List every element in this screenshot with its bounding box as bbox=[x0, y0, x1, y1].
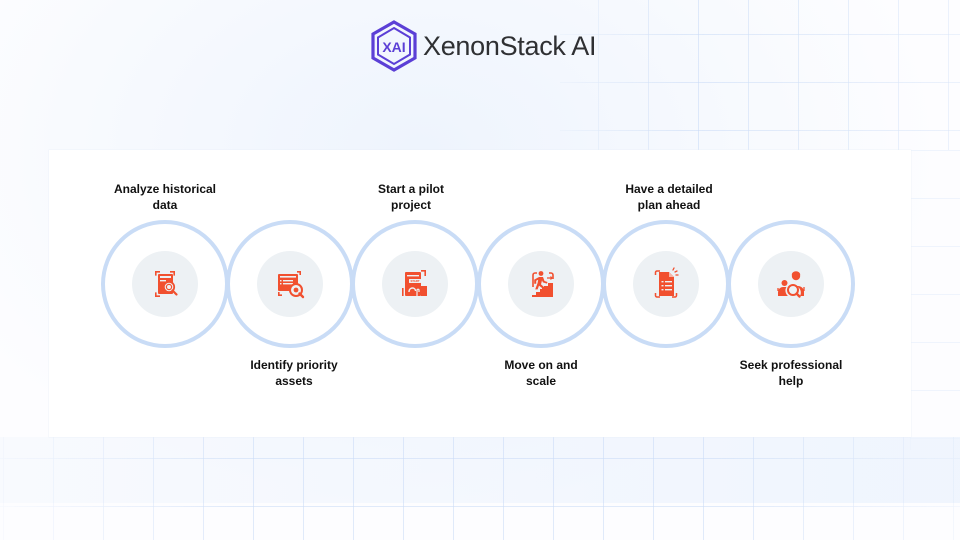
start-button-hand-icon: START bbox=[402, 270, 427, 296]
step-icon-disc bbox=[508, 251, 574, 317]
svg-text:START: START bbox=[410, 279, 419, 283]
checklist-document-icon bbox=[654, 267, 679, 298]
background-grid-right bbox=[910, 150, 960, 450]
step-icon-disc bbox=[132, 251, 198, 317]
report-magnifier-icon bbox=[155, 271, 178, 297]
step-icon-disc: START bbox=[382, 251, 448, 317]
step-analyze-historical-data bbox=[101, 220, 229, 348]
background-band-bottom bbox=[0, 437, 960, 503]
brand-name: XenonStack AI bbox=[423, 30, 597, 61]
step-icon-disc bbox=[257, 251, 323, 317]
step-ring bbox=[727, 220, 855, 348]
step-start-pilot-project: START bbox=[351, 220, 479, 348]
step-detailed-plan-ahead bbox=[602, 220, 730, 348]
brand-header: XAI XenonStack AI bbox=[369, 20, 597, 72]
step-identify-priority-assets bbox=[226, 220, 354, 348]
step-seek-professional-help bbox=[727, 220, 855, 348]
background-grid-bottom bbox=[0, 437, 960, 540]
step-move-on-and-scale bbox=[477, 220, 605, 348]
step-icon-disc bbox=[758, 251, 824, 317]
dashboard-target-icon bbox=[278, 271, 305, 299]
experts-search-icon bbox=[777, 271, 805, 298]
person-climbing-stairs-icon bbox=[532, 271, 554, 297]
background-grid-top-right bbox=[560, 0, 960, 150]
svg-text:XAI: XAI bbox=[382, 39, 405, 55]
xenonstack-logo-icon: XAI bbox=[371, 20, 417, 72]
step-icon-disc bbox=[633, 251, 699, 317]
